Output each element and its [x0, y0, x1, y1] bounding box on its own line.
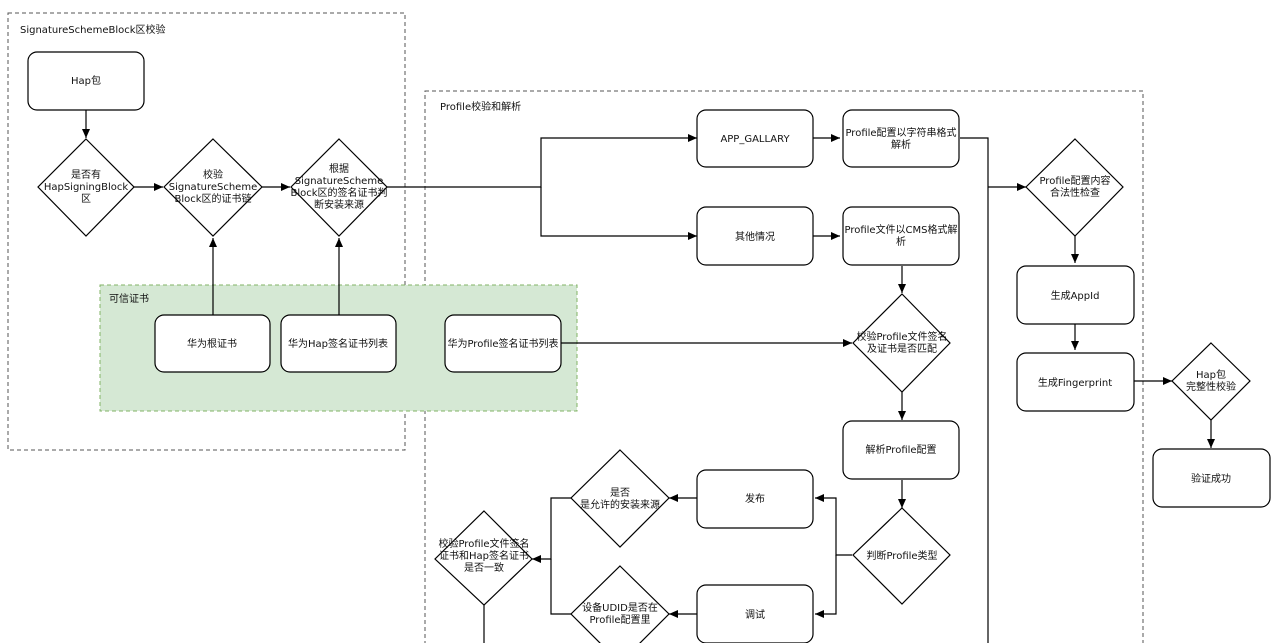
node-cert-consistent [434, 510, 533, 606]
label-cert-consistent-3: 是否一致 [464, 561, 504, 574]
node-allowed-source [570, 449, 670, 548]
label-has-block-1: 是否有 [71, 168, 101, 181]
label-parse-string-2: 解析 [891, 138, 911, 151]
label-verify-chain-2: SignatureScheme [169, 182, 257, 193]
node-hap [27, 51, 145, 111]
label-gen-appid: 生成AppId [1051, 289, 1100, 302]
label-has-block-3: 区 [81, 193, 91, 205]
node-install-source [290, 138, 388, 237]
group-sigblock-label: SignatureSchemeBlock区校验 [20, 23, 166, 36]
group-trusted-label: 可信证书 [109, 293, 149, 305]
node-gen-fingerprint [1016, 352, 1135, 412]
label-release: 发布 [745, 492, 765, 505]
label-verify-sig-match-2: 及证书是否匹配 [867, 343, 937, 355]
label-verify-sig-match-1: 校验Profile文件签名 [856, 330, 947, 343]
label-cert-consistent-2: 证书和Hap签名证书 [439, 549, 529, 562]
edge-source-to-other [540, 187, 697, 240]
label-judge-type: 判断Profile类型 [866, 549, 937, 562]
label-debug: 调试 [745, 608, 765, 621]
node-debug [696, 584, 814, 643]
node-legality [1025, 138, 1124, 237]
label-allowed-source-2: 是允许的安装来源 [580, 498, 660, 511]
label-has-block-2: HapSigningBlock [44, 182, 129, 193]
label-integrity-2: 完整性校验 [1186, 380, 1236, 393]
label-legality-1: Profile配置内容 [1039, 174, 1110, 187]
label-parse-cms-1: Profile文件以CMS格式解 [844, 223, 957, 236]
node-judge-type [852, 507, 951, 605]
edge-allowed-to-consistent [532, 497, 571, 563]
edge-source-to-gallery [387, 134, 697, 188]
label-integrity-1: Hap包 [1196, 368, 1226, 381]
label-success: 验证成功 [1191, 472, 1231, 485]
label-install-source-4: 断安装来源 [314, 198, 364, 211]
label-install-source-3: Block区的签名证书判 [290, 186, 387, 199]
node-gen-appid [1016, 265, 1135, 325]
node-parse-string [842, 109, 960, 168]
label-parse-string-1: Profile配置以字符串格式 [845, 126, 956, 139]
node-parse-cms [842, 206, 960, 266]
node-verify-sig-match [852, 293, 951, 393]
label-cert-consistent-1: 校验Profile文件签名 [438, 537, 529, 550]
node-has-block [37, 138, 135, 237]
label-parse-profile: 解析Profile配置 [865, 443, 936, 456]
edge-judge-to-release [815, 494, 852, 556]
edge-udid-to-consistent [550, 559, 571, 615]
label-install-source-2: SignatureScheme [295, 176, 383, 187]
label-udid-1: 设备UDID是否在 [582, 601, 658, 614]
label-allowed-source-1: 是否 [610, 487, 630, 499]
label-install-source-1: 根据 [329, 162, 349, 175]
label-udid-2: Profile配置里 [589, 614, 650, 626]
edges [82, 110, 1215, 643]
node-other [696, 206, 814, 266]
label-hap-cert-list: 华为Hap签名证书列表 [288, 337, 388, 350]
edge-judge-to-debug [815, 555, 837, 618]
node-success [1152, 448, 1271, 508]
node-app-gallery [696, 109, 814, 168]
label-verify-chain-1: 校验 [203, 168, 223, 181]
node-verify-chain [163, 138, 263, 237]
label-other: 其他情况 [735, 230, 775, 243]
node-profile-cert-list [444, 314, 562, 373]
label-gen-fingerprint: 生成Fingerprint [1038, 376, 1112, 389]
node-parse-profile [842, 420, 960, 480]
node-udid [570, 565, 670, 643]
label-huawei-root: 华为根证书 [187, 337, 237, 350]
label-hap: Hap包 [71, 74, 101, 87]
node-hap-cert-list [280, 314, 397, 373]
label-profile-cert-list: 华为Profile签名证书列表 [447, 337, 558, 350]
node-release [696, 469, 814, 529]
group-profile-label: Profile校验和解析 [440, 100, 521, 113]
group-sigblock: SignatureSchemeBlock区校验 [7, 12, 406, 451]
label-legality-2: 合法性检查 [1050, 186, 1100, 199]
node-integrity [1171, 342, 1251, 421]
label-parse-cms-2: 析 [896, 235, 906, 248]
edge-string-to-legality [960, 137, 989, 643]
node-huawei-root [154, 314, 271, 373]
label-verify-chain-3: Block区的证书链 [174, 192, 251, 205]
label-app-gallery: APP_GALLARY [720, 134, 790, 145]
